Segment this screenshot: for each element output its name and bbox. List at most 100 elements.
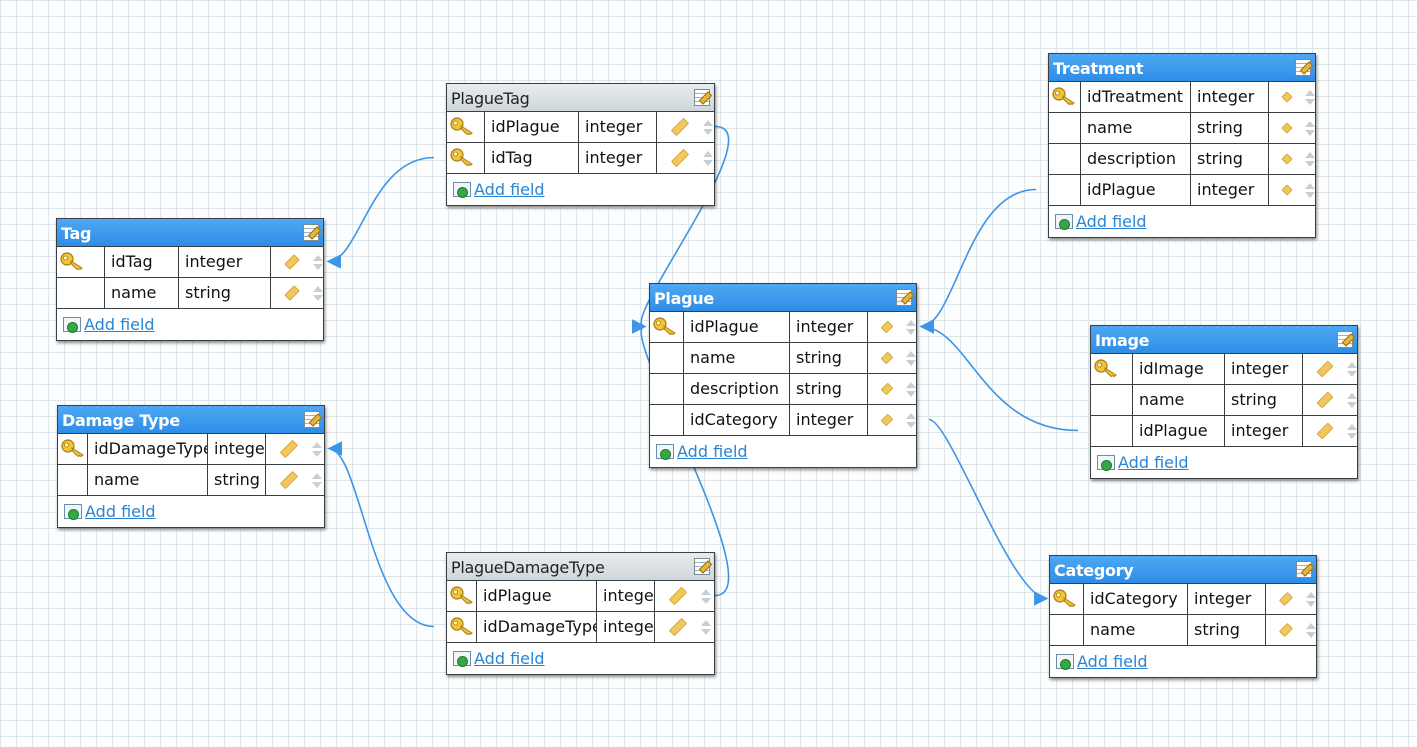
field-name[interactable]: description	[684, 374, 790, 404]
field-type[interactable]: integer	[1188, 584, 1266, 614]
move-down-icon[interactable]	[703, 159, 713, 166]
edit-table-icon[interactable]	[1296, 561, 1312, 578]
edit-table-icon[interactable]	[896, 289, 912, 306]
reorder-arrows[interactable]	[701, 588, 711, 604]
field-name[interactable]: idPlague	[1081, 175, 1191, 205]
pencil-icon[interactable]	[279, 470, 299, 490]
edit-table-icon[interactable]	[694, 558, 710, 575]
field-name[interactable]: idTag	[105, 247, 179, 277]
reorder-arrows[interactable]	[906, 319, 916, 335]
field-name[interactable]: idPlague	[485, 112, 579, 142]
add-field-link[interactable]: Add field	[84, 315, 155, 334]
field-name[interactable]: idDamageType	[477, 612, 597, 642]
add-field-icon[interactable]	[1055, 214, 1073, 230]
add-field-link[interactable]: Add field	[677, 442, 748, 461]
add-field-icon[interactable]	[1056, 654, 1074, 670]
pencil-icon[interactable]	[670, 117, 690, 137]
move-up-icon[interactable]	[906, 319, 916, 326]
field-name[interactable]: idPlague	[477, 581, 597, 611]
field-name[interactable]: idCategory	[1084, 584, 1188, 614]
table-header[interactable]: PlagueDamageType	[447, 553, 714, 581]
add-field-link[interactable]: Add field	[474, 180, 545, 199]
move-down-icon[interactable]	[1306, 600, 1316, 607]
move-up-icon[interactable]	[1305, 151, 1315, 158]
move-down-icon[interactable]	[1347, 370, 1357, 377]
move-down-icon[interactable]	[1305, 98, 1315, 105]
edit-table-icon[interactable]	[1337, 331, 1353, 348]
field-name[interactable]: description	[1081, 144, 1191, 174]
pencil-icon[interactable]	[1281, 122, 1293, 134]
move-down-icon[interactable]	[906, 328, 916, 335]
move-up-icon[interactable]	[1305, 120, 1315, 127]
move-down-icon[interactable]	[1306, 631, 1316, 638]
reorder-arrows[interactable]	[1305, 89, 1315, 105]
move-up-icon[interactable]	[1305, 182, 1315, 189]
field-name[interactable]: idCategory	[684, 405, 790, 435]
relation-plaguedamagetype-damagetype[interactable]	[327, 441, 435, 628]
add-field-link[interactable]: Add field	[1118, 453, 1189, 472]
pencil-icon[interactable]	[1281, 91, 1293, 103]
move-up-icon[interactable]	[1347, 392, 1357, 399]
field-type[interactable]: string	[1188, 615, 1266, 645]
reorder-arrows[interactable]	[1305, 120, 1315, 136]
field-type[interactable]: integer	[1191, 175, 1269, 205]
move-up-icon[interactable]	[313, 285, 323, 292]
reorder-arrows[interactable]	[312, 441, 322, 457]
field-name[interactable]: idPlague	[1133, 416, 1225, 446]
field-type[interactable]: integer	[1225, 416, 1303, 446]
relation-image-plague[interactable]	[919, 319, 1079, 432]
reorder-arrows[interactable]	[1306, 622, 1316, 638]
move-up-icon[interactable]	[1306, 622, 1316, 629]
pencil-icon[interactable]	[1281, 153, 1293, 165]
table-header[interactable]: Tag	[57, 219, 323, 247]
field-type[interactable]: integer	[790, 312, 868, 342]
field-name[interactable]: idDamageType	[88, 434, 208, 464]
pencil-icon[interactable]	[279, 439, 299, 459]
edit-table-icon[interactable]	[694, 89, 710, 106]
field-type[interactable]: integer	[597, 581, 655, 611]
move-up-icon[interactable]	[1347, 423, 1357, 430]
edit-table-icon[interactable]	[303, 224, 319, 241]
move-down-icon[interactable]	[313, 294, 323, 301]
move-down-icon[interactable]	[312, 481, 322, 488]
reorder-arrows[interactable]	[1306, 591, 1316, 607]
pencil-icon[interactable]	[668, 617, 688, 637]
move-down-icon[interactable]	[906, 390, 916, 397]
move-up-icon[interactable]	[701, 619, 711, 626]
add-field-icon[interactable]	[453, 651, 471, 667]
move-down-icon[interactable]	[1305, 129, 1315, 136]
field-type[interactable]: string	[179, 278, 271, 308]
field-type[interactable]: integer	[208, 434, 266, 464]
add-field-icon[interactable]	[656, 444, 674, 460]
field-type[interactable]: integer	[790, 405, 868, 435]
reorder-arrows[interactable]	[313, 285, 323, 301]
move-up-icon[interactable]	[703, 119, 713, 126]
field-name[interactable]: name	[1081, 113, 1191, 143]
pencil-icon[interactable]	[1281, 184, 1293, 196]
add-field-link[interactable]: Add field	[474, 649, 545, 668]
field-name[interactable]: idImage	[1133, 354, 1225, 384]
add-field-icon[interactable]	[453, 182, 471, 198]
move-up-icon[interactable]	[1306, 591, 1316, 598]
pencil-icon[interactable]	[284, 254, 300, 270]
table-header[interactable]: Plague	[650, 284, 916, 312]
relation-plaguetag-tag[interactable]	[326, 156, 435, 269]
table-header[interactable]: PlagueTag	[447, 84, 714, 112]
move-down-icon[interactable]	[703, 128, 713, 135]
reorder-arrows[interactable]	[906, 350, 916, 366]
